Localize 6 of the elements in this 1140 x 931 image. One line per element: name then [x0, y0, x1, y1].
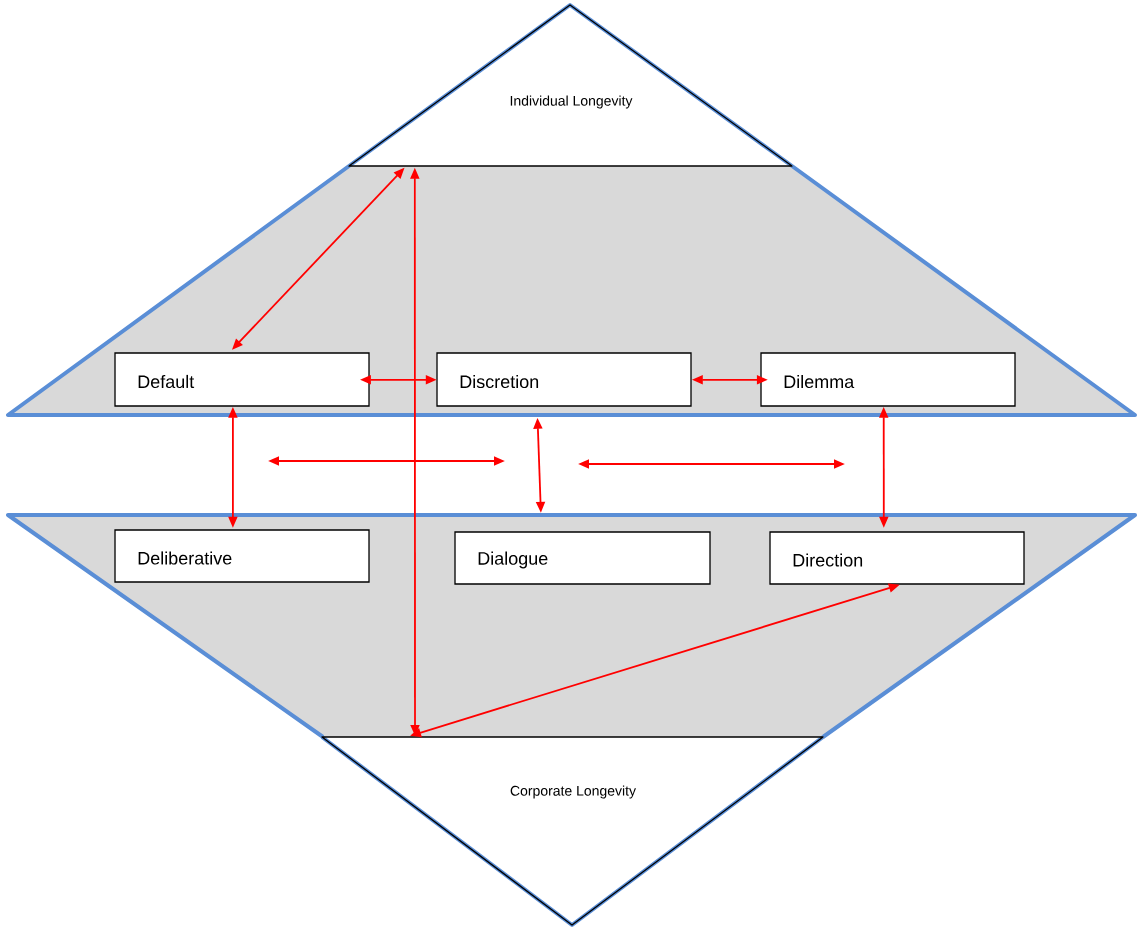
text-box: Deliberative	[114, 529, 370, 583]
text-box: Dialogue	[454, 531, 711, 585]
text-box: Default	[114, 352, 370, 407]
text-box: Direction	[769, 531, 1025, 585]
text-box: Dilemma	[760, 352, 1016, 407]
text-box: Discretion	[436, 352, 692, 407]
